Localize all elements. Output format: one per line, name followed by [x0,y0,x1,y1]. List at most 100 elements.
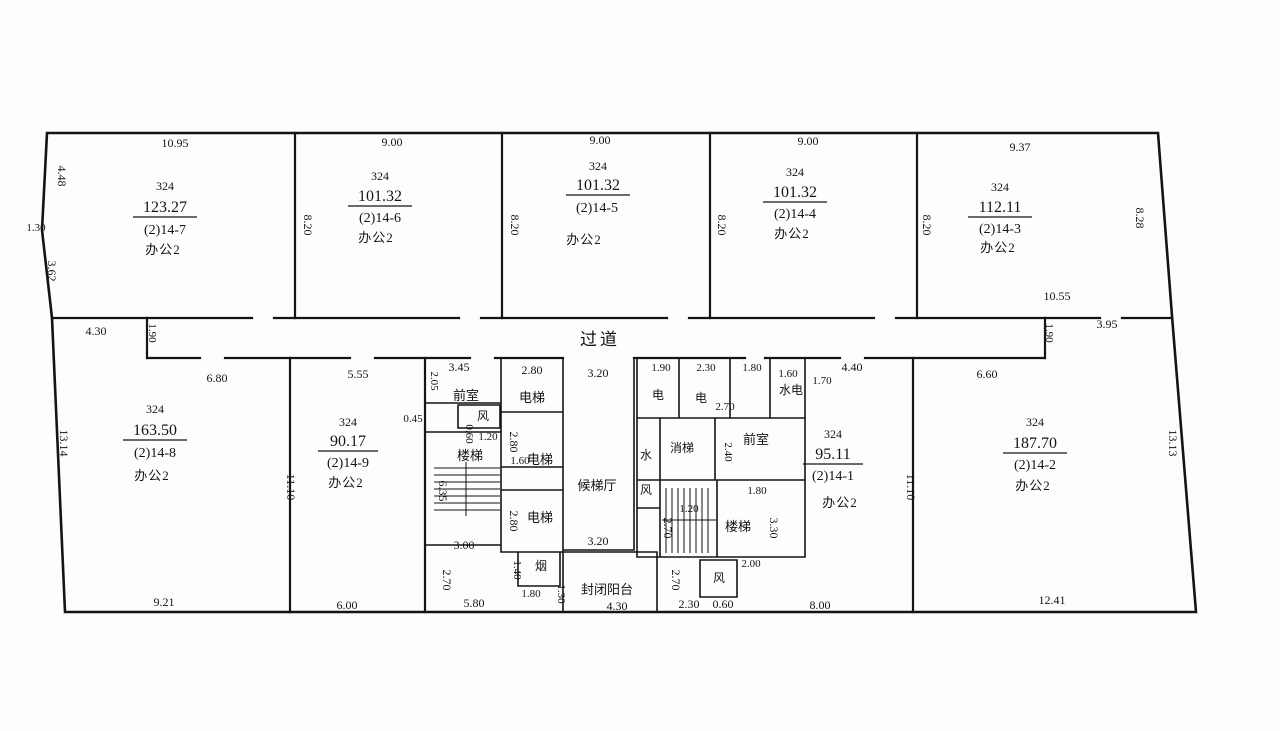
unit-14-2-number: (2)14-2 [1014,458,1056,473]
room-label-stair-2: 楼梯 [725,519,751,534]
dim-wall-8-20-c: 8.20 [715,215,729,236]
dim-inner-10-55: 10.55 [1044,289,1071,303]
dim-wall-8-20-a: 8.20 [301,215,315,236]
dim-rcore-1-20: 1.20 [679,503,699,515]
unit-14-1-area: 95.11 [815,446,850,463]
unit-label-14-8: 324 163.50 (2)14-8 办公2 [123,402,187,483]
room-label-front-room-2: 前室 [743,432,769,447]
dim-rcore-1-70: 1.70 [812,375,832,387]
dim-core-2-70-bl: 2.70 [440,570,454,591]
dim-core-1-30: 1.30 [555,584,567,604]
unit-14-6-number: (2)14-6 [359,211,401,226]
dim-top-14-9: 5.55 [348,367,369,381]
dimension-labels: 10.95 9.00 9.00 9.00 9.37 4.48 1.30 3.62… [26,133,1180,613]
dim-rcore-2-70-b: 2.70 [669,570,683,591]
dim-left-4-48: 4.48 [55,166,69,187]
room-label-balcony: 封闭阳台 [581,582,633,597]
dim-core-3-20-b: 3.20 [588,534,609,548]
unit-label-14-3: 324 112.11 (2)14-3 办公2 [968,180,1032,255]
dim-wall-8-20-d: 8.20 [920,215,934,236]
unit-14-4-use: 办公2 [774,226,810,241]
unit-divider-walls-top [293,131,919,320]
unit-14-7-area: 123.27 [143,199,187,216]
unit-14-9-number: (2)14-9 [327,456,369,471]
unit-14-2-area: 187.70 [1013,435,1057,452]
dim-top-14-6: 9.00 [382,135,403,149]
unit-14-8-use: 办公2 [134,468,170,483]
room-label-electric-1: 电 [652,388,664,402]
dim-rcore-1-90: 1.90 [651,362,671,374]
unit-label-14-2: 324 187.70 (2)14-2 办公2 [1003,415,1067,493]
room-label-elevator-2: 电梯 [527,452,553,467]
dim-bot-14-8: 9.21 [154,595,175,609]
room-label-stair-1: 楼梯 [457,448,483,463]
dim-core-2-80-h1: 2.80 [507,432,521,453]
unit-14-3-area: 112.11 [979,199,1022,216]
unit-14-7-use: 办公2 [145,242,181,257]
unit-14-4-area: 101.32 [773,184,817,201]
room-label-fire-elevator: 消梯 [670,441,694,455]
unit-14-1-number: (2)14-1 [812,469,854,484]
unit-label-14-4: 324 101.32 (2)14-4 办公2 [763,165,827,241]
room-label-electric-2: 电 [695,391,707,405]
unit-14-5-number: (2)14-5 [576,201,618,216]
unit-14-8-code: 324 [146,402,164,416]
dim-right-3-95: 3.95 [1097,317,1118,331]
dim-core-3-45: 3.45 [449,360,470,374]
unit-14-1-code: 324 [824,427,842,441]
room-label-corridor: 过道 [580,330,620,349]
dim-core-1-80: 1.80 [521,588,541,600]
dim-core-3-00: 3.00 [454,538,475,552]
unit-14-2-code: 324 [1026,415,1044,429]
dim-rcore-2-30: 2.30 [696,362,716,374]
dim-bot-14-1: 8.00 [810,598,831,612]
room-label-lobby: 候梯厅 [577,478,616,493]
right-core-walls [636,357,806,598]
dim-core-0-60: 0.60 [463,424,475,444]
dim-rcore-1-60: 1.60 [778,368,798,380]
unit-14-7-code: 324 [156,179,174,193]
dim-core-2-80-w: 2.80 [522,363,543,377]
unit-14-2-use: 办公2 [1015,478,1051,493]
dim-left-13-14: 13.14 [57,430,71,457]
dim-top-14-7: 10.95 [162,136,189,150]
unit-14-9-use: 办公2 [328,475,364,490]
right-stair-treads [662,488,716,553]
dim-core-2-80-h2: 2.80 [507,511,521,532]
dim-wall-11-10-right: 11.10 [904,474,918,501]
dim-corr-4-30: 4.30 [86,324,107,338]
room-label-smoke: 烟 [535,559,547,573]
dim-rcore-3-30: 3.30 [767,518,781,539]
dim-corr-1-90-right: 1.90 [1043,323,1055,343]
unit-label-14-1: 324 95.11 (2)14-1 办公2 [803,427,863,510]
dim-corr-6-80: 6.80 [207,371,228,385]
dim-core-6-35: 6.35 [436,481,450,502]
dim-wall-11-10-left: 11.10 [284,474,298,501]
unit-14-6-code: 324 [371,169,389,183]
room-label-water-electric: 水电 [779,383,803,397]
unit-14-7-number: (2)14-7 [144,223,186,238]
dim-rcore-2-70-t: 2.70 [715,401,735,413]
dim-right-8-28: 8.28 [1133,208,1147,229]
unit-14-8-number: (2)14-8 [134,446,176,461]
unit-14-3-number: (2)14-3 [979,222,1021,237]
dim-wall-8-20-b: 8.20 [508,215,522,236]
dim-core-1-20: 1.20 [478,431,498,443]
dim-bot-14-2: 12.41 [1039,593,1066,607]
unit-label-14-7: 324 123.27 (2)14-7 办公2 [133,179,197,257]
unit-14-4-number: (2)14-4 [774,207,816,222]
unit-14-4-code: 324 [786,165,804,179]
dim-corr-1-90-left: 1.90 [146,323,158,343]
room-label-elevator-1: 电梯 [519,390,545,405]
dim-rcore-0-60: 0.60 [713,597,734,611]
unit-14-1-use: 办公2 [822,495,858,510]
dim-top-14-3: 9.37 [1010,140,1031,154]
dim-corr-6-60: 6.60 [977,367,998,381]
dim-rcore-2-70-s: 2.70 [661,518,675,539]
unit-14-5-code: 324 [589,159,607,173]
dim-rcore-2-30-b: 2.30 [679,597,700,611]
room-label-vent-2: 风 [640,483,652,497]
dim-core-1-60: 1.60 [510,455,530,467]
dim-core-4-30: 4.30 [607,599,628,613]
